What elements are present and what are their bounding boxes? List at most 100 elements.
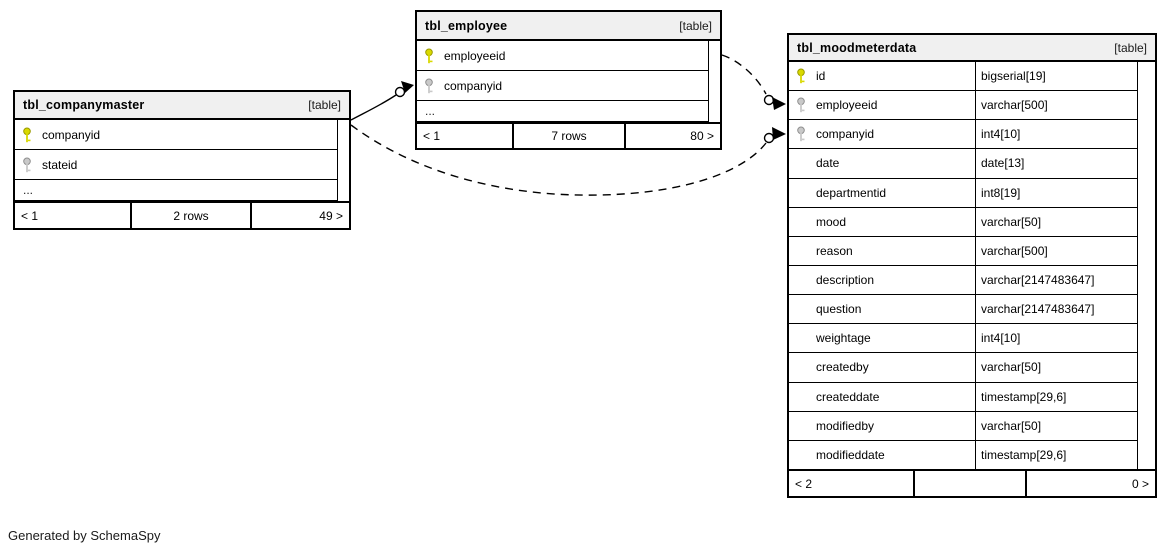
column-name: weightage: [816, 331, 871, 346]
column-row-date: date date[13]: [789, 149, 1137, 179]
key-icon-slot: [795, 243, 807, 259]
column-name: mood: [816, 214, 847, 229]
column-row-employeeid: employeeid varchar[500]: [789, 91, 1137, 121]
column-name: id: [816, 69, 826, 84]
column-name: departmentid: [816, 185, 887, 200]
table-footer: < 1 7 rows 80 >: [417, 122, 720, 148]
column-row-mood: mood varchar[50]: [789, 207, 1137, 237]
column-row-reason: reason varchar[500]: [789, 236, 1137, 266]
key-icon-slot: [795, 185, 807, 201]
table-side-strip: [708, 41, 720, 122]
key-icon-slot: [795, 155, 807, 171]
column-row-createddate: createddate timestamp[29,6]: [789, 382, 1137, 412]
column-type: int4[10]: [975, 120, 1137, 149]
column-row-modifieddate: modifieddate timestamp[29,6]: [789, 440, 1137, 469]
primary-key-icon: [795, 68, 807, 84]
column-type: varchar[50]: [975, 207, 1137, 236]
key-icon-slot: [795, 389, 807, 405]
column-name: companyid: [444, 78, 503, 93]
cardinality-circle: [763, 94, 775, 106]
footer-parents-count: 80 >: [690, 129, 714, 143]
column-type: timestamp[29,6]: [975, 440, 1137, 469]
primary-key-icon: [423, 48, 435, 64]
column-type: varchar[500]: [975, 91, 1137, 120]
table-moodmeterdata: tbl_moodmeterdata [table] id bigserial[1…: [787, 33, 1157, 498]
column-name: modifiedby: [816, 418, 875, 433]
key-icon-slot: [795, 359, 807, 375]
column-row-description: description varchar[2147483647]: [789, 265, 1137, 296]
footer-parents-count: 49 >: [319, 208, 343, 223]
column-row-employeeid: employeeid: [417, 41, 708, 71]
key-icon-slot: [795, 301, 807, 317]
table-footer: < 1 2 rows 49 >: [15, 201, 349, 228]
footer-children-count: < 1: [15, 203, 132, 228]
footer-parents-count: 0 >: [1131, 476, 1149, 491]
foreign-key-icon: [21, 157, 33, 173]
arrowhead: [772, 97, 786, 110]
table-side-strip: [337, 120, 349, 201]
primary-key-icon: [21, 127, 33, 143]
arrowhead: [772, 127, 786, 140]
column-type: varchar[50]: [975, 353, 1137, 382]
cardinality-circle: [763, 132, 775, 144]
cardinality-circle: [394, 86, 406, 98]
column-row-stateid: stateid: [15, 150, 337, 180]
key-icon-slot: [795, 272, 807, 288]
column-row-createdby: createdby varchar[50]: [789, 353, 1137, 383]
column-row-id: id bigserial[19]: [789, 62, 1137, 92]
table-header[interactable]: tbl_companymaster [table]: [15, 92, 349, 120]
column-row-modifiedby: modifiedby varchar[50]: [789, 411, 1137, 441]
column-type: varchar[2147483647]: [975, 295, 1137, 324]
table-companymaster: tbl_companymaster [table] companyid stat…: [13, 90, 351, 230]
column-name: reason: [816, 243, 853, 258]
footer-row-count: 2 rows: [132, 203, 252, 228]
table-title[interactable]: tbl_companymaster: [23, 98, 145, 112]
footer-row-count: 7 rows: [514, 124, 626, 148]
table-title[interactable]: tbl_moodmeterdata: [797, 40, 917, 55]
table-side-strip: [1137, 62, 1155, 469]
column-name: modifieddate: [816, 447, 885, 462]
column-row-departmentid: departmentid int8[19]: [789, 178, 1137, 208]
key-icon-slot: [795, 330, 807, 346]
table-employee: tbl_employee [table] employeeid companyi…: [415, 10, 722, 150]
ellipsis-row: ...: [15, 180, 337, 201]
column-type: varchar[50]: [975, 411, 1137, 440]
column-type: varchar[500]: [975, 236, 1137, 265]
column-row-companyid: companyid: [15, 120, 337, 150]
generated-by-note: Generated by SchemaSpy: [8, 528, 161, 543]
table-type-tag: [table]: [679, 18, 712, 33]
foreign-key-icon: [795, 97, 807, 113]
column-type: date[13]: [975, 149, 1137, 178]
column-row-companyid: companyid int4[10]: [789, 120, 1137, 150]
footer-children-count: < 2: [789, 471, 915, 496]
ellipsis-row: ...: [417, 101, 708, 122]
key-icon-slot: [795, 214, 807, 230]
column-name: description: [816, 273, 875, 288]
table-title[interactable]: tbl_employee: [425, 18, 508, 33]
column-type: timestamp[29,6]: [975, 382, 1137, 411]
key-icon-slot: [795, 418, 807, 434]
footer-children-count: < 1: [417, 124, 514, 148]
column-name: stateid: [42, 157, 78, 172]
column-name: companyid: [816, 127, 875, 142]
column-name: createdby: [816, 360, 869, 375]
column-name: employeeid: [816, 98, 878, 113]
relationship-line-employee-moodmeterdata: [721, 54, 767, 95]
relationship-line-companymaster-employee: [350, 94, 397, 121]
table-header[interactable]: tbl_moodmeterdata [table]: [789, 35, 1155, 62]
table-type-tag: [table]: [1114, 40, 1147, 55]
foreign-key-icon: [795, 126, 807, 142]
table-header[interactable]: tbl_employee [table]: [417, 12, 720, 41]
relationship-line-companymaster-moodmeterdata: [350, 124, 767, 196]
column-row-companyid: companyid: [417, 71, 708, 101]
key-icon-slot: [795, 447, 807, 463]
column-type: int4[10]: [975, 324, 1137, 353]
table-footer: < 2 0 >: [789, 469, 1155, 496]
arrowhead: [401, 81, 414, 93]
foreign-key-icon: [423, 78, 435, 94]
footer-row-count: [915, 471, 1027, 496]
column-name: question: [816, 302, 862, 317]
column-name: createddate: [816, 389, 880, 404]
column-name: companyid: [42, 127, 101, 142]
column-row-weightage: weightage int4[10]: [789, 324, 1137, 354]
